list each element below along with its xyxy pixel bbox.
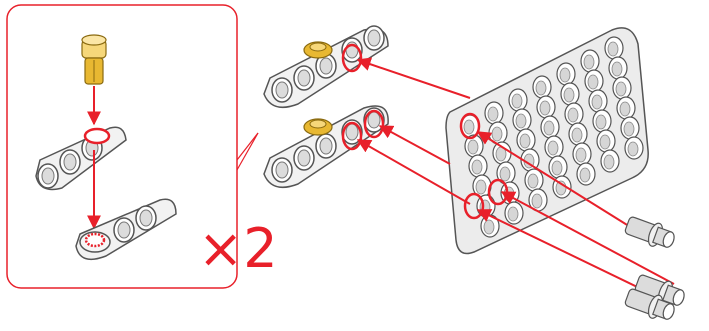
plate-hole-inner: [627, 141, 639, 157]
liftarm-beam-icon: [75, 198, 177, 261]
plate-hole-inner: [535, 80, 547, 96]
plate-hole-inner: [519, 133, 531, 149]
plate-hole-inner: [615, 81, 627, 97]
liftarm-beam-icon: [263, 25, 389, 109]
plate-hole-inner: [543, 120, 555, 136]
plate-hole-inner: [507, 206, 519, 222]
grey-connector-peg-icon: [624, 288, 675, 320]
plate-hole-inner: [471, 159, 483, 175]
gold-connector-peg-icon: [81, 34, 107, 85]
plate-hole-inner: [531, 193, 543, 209]
assembly-arrow-icon: [476, 209, 657, 297]
plate-hole-inner: [571, 127, 583, 143]
plate-hole-inner: [587, 74, 599, 90]
quantity-multiplier: ×2: [198, 217, 278, 280]
assembly-arrow-icon: [378, 125, 451, 165]
plate-hole-inner: [463, 119, 475, 135]
gold-connector-peg-icon: [303, 41, 333, 59]
callout-box: [6, 4, 259, 289]
plate-hole-inner: [563, 87, 575, 103]
plate-hole-inner: [619, 101, 631, 117]
assembly-arrow-icon: [356, 139, 471, 205]
plate-hole-inner: [475, 179, 487, 195]
plate-hole-inner: [603, 154, 615, 170]
plate-hole-inner: [591, 94, 603, 110]
plate-hole-inner: [547, 140, 559, 156]
plate-hole-inner: [579, 167, 591, 183]
plate-hole-inner: [583, 54, 595, 70]
plate-hole-inner: [611, 61, 623, 77]
plate-hole-inner: [499, 166, 511, 182]
plate-hole-inner: [607, 41, 619, 57]
grey-connector-peg-icon: [624, 216, 675, 248]
plate-hole-inner: [623, 121, 635, 137]
assembly-arrow-icon: [356, 57, 471, 99]
plate-hole-inner: [559, 67, 571, 83]
plate-hole-inner: [567, 107, 579, 123]
plate-hole-inner: [595, 114, 607, 130]
plate-hole-inner: [467, 139, 479, 155]
highlight-rings: [459, 112, 509, 220]
plate-hole-inner: [515, 113, 527, 129]
gold-connector-peg-icon: [303, 118, 333, 136]
plate-hole-inner: [511, 93, 523, 109]
plate-hole-inner: [599, 134, 611, 150]
plate-hole-inner: [487, 106, 499, 122]
assembly-arrow-icon: [500, 191, 675, 285]
plate-hole-inner: [551, 160, 563, 176]
plate-hole-inner: [483, 219, 495, 235]
plate-hole-inner: [527, 173, 539, 189]
liftarm-beam-icon: [263, 105, 389, 189]
plate-hole-inner: [491, 126, 503, 142]
assembly-arrow-icon: [476, 131, 633, 229]
assembly-arrows: [356, 57, 675, 297]
plate-hole-inner: [575, 147, 587, 163]
plate-hole-inner: [539, 100, 551, 116]
